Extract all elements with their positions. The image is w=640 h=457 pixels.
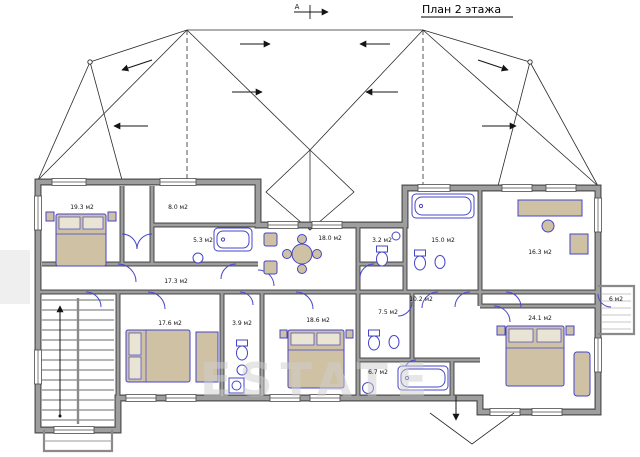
room-15-0-furniture (411, 193, 475, 271)
wardrobe-icon (195, 331, 219, 383)
bidet-icon (388, 335, 400, 349)
entry-canopy (429, 396, 515, 445)
room-label-17-6: 17.6 м2 (158, 320, 182, 327)
chair-icon (312, 249, 322, 259)
roof-node-left (87, 59, 93, 65)
round-table-icon (291, 243, 313, 265)
toilet-icon (376, 245, 388, 267)
nightstand-icon (565, 325, 575, 336)
armchair-icon (263, 260, 278, 275)
room-16-3-furniture (517, 199, 589, 255)
bed-icon (125, 329, 191, 383)
toilet-icon (414, 249, 426, 271)
hall-18-0-furniture (263, 232, 322, 275)
chair-icon (297, 234, 307, 244)
room-label-17-3: 17.3 м2 (164, 278, 188, 285)
sink-icon (362, 382, 374, 394)
nightstand-icon (279, 329, 288, 339)
room-3-9-furniture (228, 339, 248, 394)
left-porch (42, 430, 114, 453)
bed-icon (55, 213, 107, 267)
toilet-icon (236, 339, 248, 361)
room-label-15-0: 15.0 м2 (431, 237, 455, 244)
room-5-3-furniture (192, 227, 253, 264)
room-labels: 19.3 м2 8.0 м2 5.3 м2 17.3 м2 18.0 м2 3.… (70, 204, 623, 376)
toilet-icon (368, 329, 380, 351)
bathtub-icon (213, 227, 253, 252)
chair-icon (297, 264, 307, 274)
room-label-18-0: 18.0 м2 (318, 235, 342, 242)
title-block: План 2 этажа (421, 3, 513, 18)
windows (34, 178, 602, 434)
wc-3-2-furniture (376, 231, 401, 267)
nightstand-icon (45, 211, 55, 222)
room-24-1-furniture (496, 325, 591, 397)
washer-icon (228, 377, 245, 394)
wc-7-5-furniture (368, 329, 400, 351)
armchair-icon (263, 232, 278, 247)
room-label-18-6: 18.6 м2 (306, 317, 330, 324)
section-marker-label: А (295, 3, 300, 11)
bed-icon (287, 329, 345, 389)
roof-plan (37, 29, 599, 231)
stair-divider (76, 298, 80, 424)
bidet-icon (434, 255, 446, 269)
room-label-3-2: 3.2 м2 (372, 237, 392, 244)
nightstand-icon (496, 325, 506, 336)
section-marker: А (294, 3, 329, 19)
sink-icon (192, 252, 204, 264)
nightstand-icon (107, 211, 117, 222)
roof-node-right (527, 59, 533, 65)
watermark-block (0, 250, 30, 304)
sink-icon (391, 231, 401, 241)
sink-icon (236, 364, 248, 376)
desk-icon (517, 199, 583, 217)
page-title: План 2 этажа (422, 3, 501, 16)
roof-slope-arrows (113, 40, 517, 130)
room-label-19-3: 19.3 м2 (70, 204, 94, 211)
watermark-text: ESTATE (200, 353, 435, 407)
room-label-10-2: 10.2 м2 (409, 296, 433, 303)
bathtub-icon (397, 365, 449, 391)
room-label-5-3: 5.3 м2 (193, 237, 213, 244)
room-6-7-furniture (362, 365, 449, 394)
room-label-8-0: 8.0 м2 (168, 204, 188, 211)
room-label-16-3: 16.3 м2 (528, 249, 552, 256)
room-label-3-9: 3.9 м2 (232, 320, 252, 327)
sofa-icon (573, 351, 591, 397)
room-label-6-7: 6.7 м2 (368, 369, 388, 376)
room-18-6-furniture (279, 329, 354, 389)
doors (85, 233, 612, 373)
cabinet-icon (569, 233, 589, 255)
chair-icon (541, 219, 555, 233)
right-balcony (598, 284, 636, 336)
room-label-6-0: 6 м2 (609, 296, 623, 303)
nightstand-icon (345, 329, 354, 339)
bed-icon (505, 325, 565, 387)
staircase (42, 298, 114, 424)
room-label-7-5: 7.5 м2 (378, 309, 398, 316)
room-label-24-1: 24.1 м2 (528, 315, 552, 322)
bathtub-icon (411, 193, 475, 219)
chair-icon (282, 249, 292, 259)
room-19-3-furniture (45, 211, 117, 267)
room-17-6-furniture (125, 329, 219, 383)
